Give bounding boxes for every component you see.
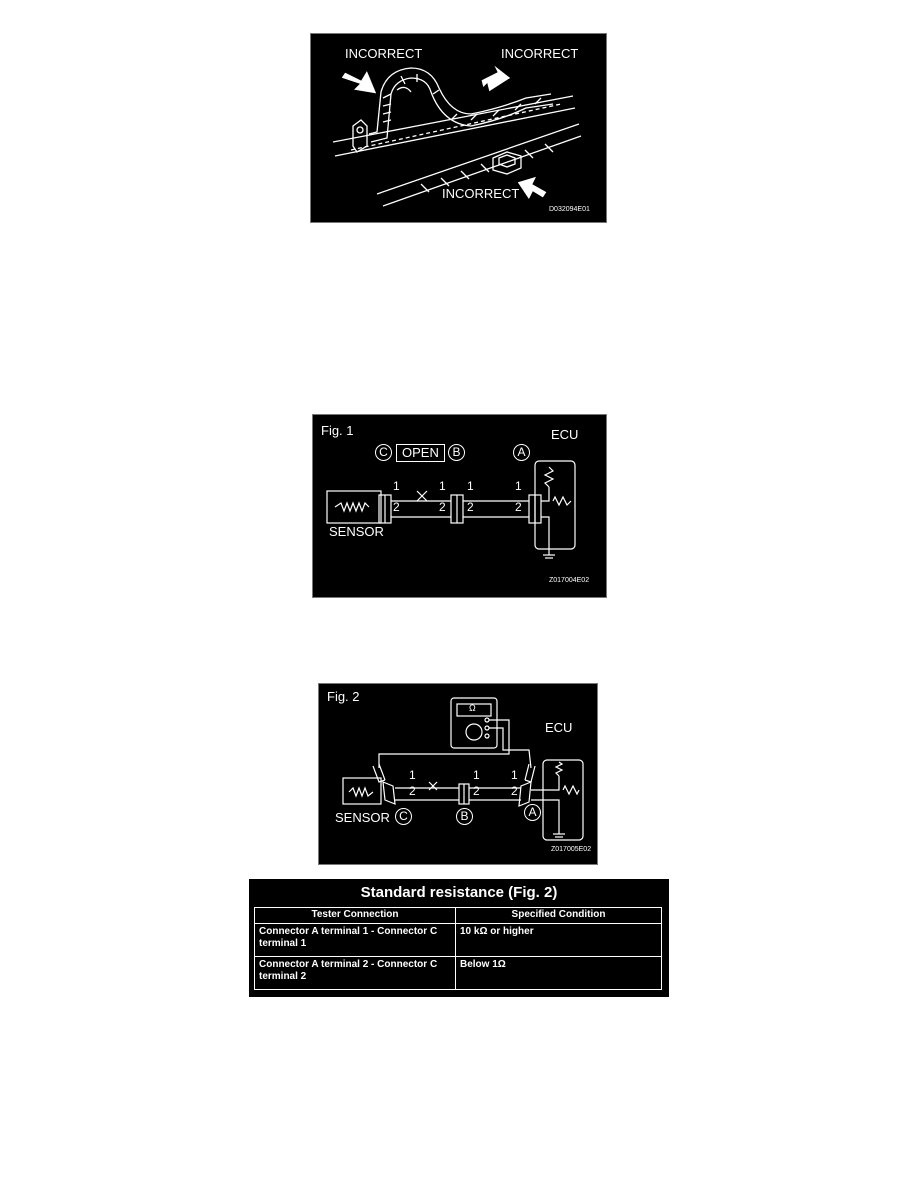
standard-resistance-table-block: Standard resistance (Fig. 2) Tester Conn… bbox=[249, 879, 669, 997]
tester-connection-drawing bbox=[342, 697, 584, 841]
pin-label: 1 bbox=[439, 479, 446, 493]
pin-label: 2 bbox=[409, 784, 416, 798]
table-header-row: Tester Connection Specified Condition bbox=[254, 907, 662, 924]
pin-label: 2 bbox=[473, 784, 480, 798]
tester-connection-figure: Fig. 2 Ω ECU 1 2 1 2 1 2 SENSOR C B A Z0… bbox=[318, 683, 598, 865]
open-circuit-drawing bbox=[326, 460, 576, 559]
connector-a-marker: A bbox=[524, 804, 541, 821]
column-header: Tester Connection bbox=[254, 907, 456, 924]
tester-connection-cell: Connector A terminal 1 - Connector C ter… bbox=[254, 923, 456, 957]
incorrect-label-right: INCORRECT bbox=[501, 46, 579, 61]
figure-code: Z017005E02 bbox=[551, 846, 592, 853]
column-header: Specified Condition bbox=[455, 907, 662, 924]
figure-title: Fig. 2 bbox=[327, 689, 360, 704]
sensor-label: SENSOR bbox=[335, 810, 390, 825]
incorrect-label-bottom: INCORRECT bbox=[442, 186, 520, 201]
open-label: OPEN bbox=[396, 444, 445, 462]
connector-c-marker: C bbox=[375, 444, 392, 461]
open-circuit-figure: Fig. 1 ECU C OPEN B A 1 2 1 2 1 2 1 2 SE… bbox=[312, 414, 607, 598]
pin-label: 2 bbox=[439, 500, 446, 514]
table-title: Standard resistance (Fig. 2) bbox=[360, 884, 558, 901]
pin-label: 1 bbox=[409, 768, 416, 782]
connector-b-marker: B bbox=[448, 444, 465, 461]
pin-label: 1 bbox=[393, 479, 400, 493]
ecu-label: ECU bbox=[545, 720, 573, 735]
pin-label: 2 bbox=[515, 500, 522, 514]
pin-label: 1 bbox=[467, 479, 474, 493]
figure-code: D032094E01 bbox=[549, 206, 590, 213]
ecu-label: ECU bbox=[551, 427, 579, 442]
pin-label: 2 bbox=[467, 500, 474, 514]
connector-c-marker: C bbox=[395, 808, 412, 825]
standard-resistance-table: Tester Connection Specified Condition Co… bbox=[254, 907, 662, 990]
sensor-label: SENSOR bbox=[329, 524, 384, 539]
pin-label: 1 bbox=[511, 768, 518, 782]
pin-label: 1 bbox=[473, 768, 480, 782]
harness-routing-drawing bbox=[332, 63, 582, 207]
figure-code: Z017004E02 bbox=[549, 577, 590, 584]
connector-a-marker: A bbox=[513, 444, 530, 461]
pin-label: 2 bbox=[511, 784, 518, 798]
harness-routing-figure: INCORRECT INCORRECT INCORRECT D032094E01 bbox=[310, 33, 607, 223]
incorrect-label-left: INCORRECT bbox=[345, 46, 423, 61]
pin-label: 2 bbox=[393, 500, 400, 514]
table-row: Connector A terminal 2 - Connector C ter… bbox=[254, 956, 662, 990]
tester-connection-cell: Connector A terminal 2 - Connector C ter… bbox=[254, 956, 456, 990]
connector-b-marker: B bbox=[456, 808, 473, 825]
figure-title: Fig. 1 bbox=[321, 423, 354, 438]
specified-condition-cell: Below 1Ω bbox=[455, 956, 662, 990]
table-row: Connector A terminal 1 - Connector C ter… bbox=[254, 923, 662, 957]
specified-condition-cell: 10 kΩ or higher bbox=[455, 923, 662, 957]
pin-label: 1 bbox=[515, 479, 522, 493]
ohm-symbol: Ω bbox=[469, 703, 476, 713]
